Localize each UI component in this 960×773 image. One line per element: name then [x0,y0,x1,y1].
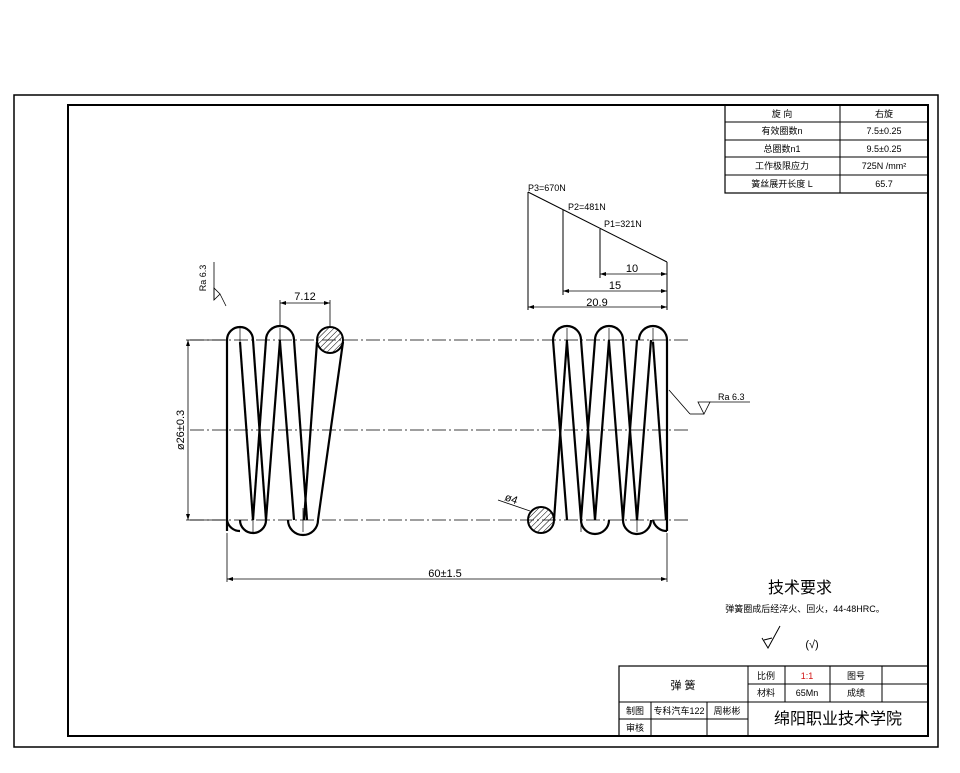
roughness-symbol-left [213,262,227,307]
drawing-no-label: 图号 [847,671,865,681]
load-label-p2: P2=481N [568,202,606,212]
load-label-p3: P3=670N [528,183,566,193]
param-value-4: 65.7 [875,179,893,189]
param-value-2: 9.5±0.25 [867,144,902,154]
wire-leader [497,499,531,512]
load-diagram [527,191,668,310]
roughness-note-symbol [761,625,781,650]
wire-text: ø4 [503,492,519,508]
param-label-0: 旋 向 [772,108,793,119]
length-text: 60±1.5 [428,568,462,580]
check-label: 审核 [626,722,644,733]
scale-value: 1:1 [801,671,814,681]
wire-section-right [527,506,555,534]
param-label-2: 总圈数n1 [763,143,800,154]
param-value-1: 7.5±0.25 [867,126,902,136]
drawn-name: 周彬彬 [713,705,740,716]
load-dim-15: 15 [609,280,621,292]
pitch-text: 7.12 [294,291,315,303]
material-label: 材料 [757,687,775,698]
param-value-3: 725N /mm² [862,161,907,171]
outer-border [13,94,939,748]
part-name: 弹 簧 [670,678,695,692]
diameter-dimension [186,339,225,521]
material-value: 65Mn [796,688,819,698]
score-label: 成绩 [847,687,865,698]
load-label-p1: P1=321N [604,219,642,229]
roughness-note-text: (√) [805,639,818,651]
tech-req-title: 技术要求 [768,579,832,597]
roughness-symbol-right [668,389,750,415]
tech-req-line: 弹簧圈成后经淬火、回火，44-48HRC。 [725,603,885,614]
ra-right-text: Ra 6.3 [718,392,745,402]
params-table: 旋 向 右旋 有效圈数n 7.5±0.25 总圈数n1 9.5±0.25 工作极… [724,104,929,194]
pitch-dimension [279,300,331,326]
length-dimension [226,533,668,582]
load-dim-20-9: 20.9 [586,297,607,309]
school-name: 绵阳职业技术学院 [774,710,902,728]
spring-left [225,324,345,537]
param-label-1: 有效圈数n [761,125,802,136]
param-label-3: 工作极限应力 [755,160,809,171]
coil-center-ticks [239,328,654,532]
param-label-4: 簧丝展开长度 L [751,178,813,189]
scale-label: 比例 [757,670,775,681]
drawn-label: 制图 [626,705,644,716]
drawn-class: 专科汽车122 [653,705,704,716]
ra-left-text: Ra 6.3 [198,265,208,292]
title-block [618,665,929,737]
wire-section-left [316,326,344,354]
inner-border [67,104,929,737]
spring-right [551,324,669,536]
param-value-0: 右旋 [875,108,893,119]
load-dim-10: 10 [626,263,638,275]
diameter-text: ø26±0.3 [175,410,187,450]
